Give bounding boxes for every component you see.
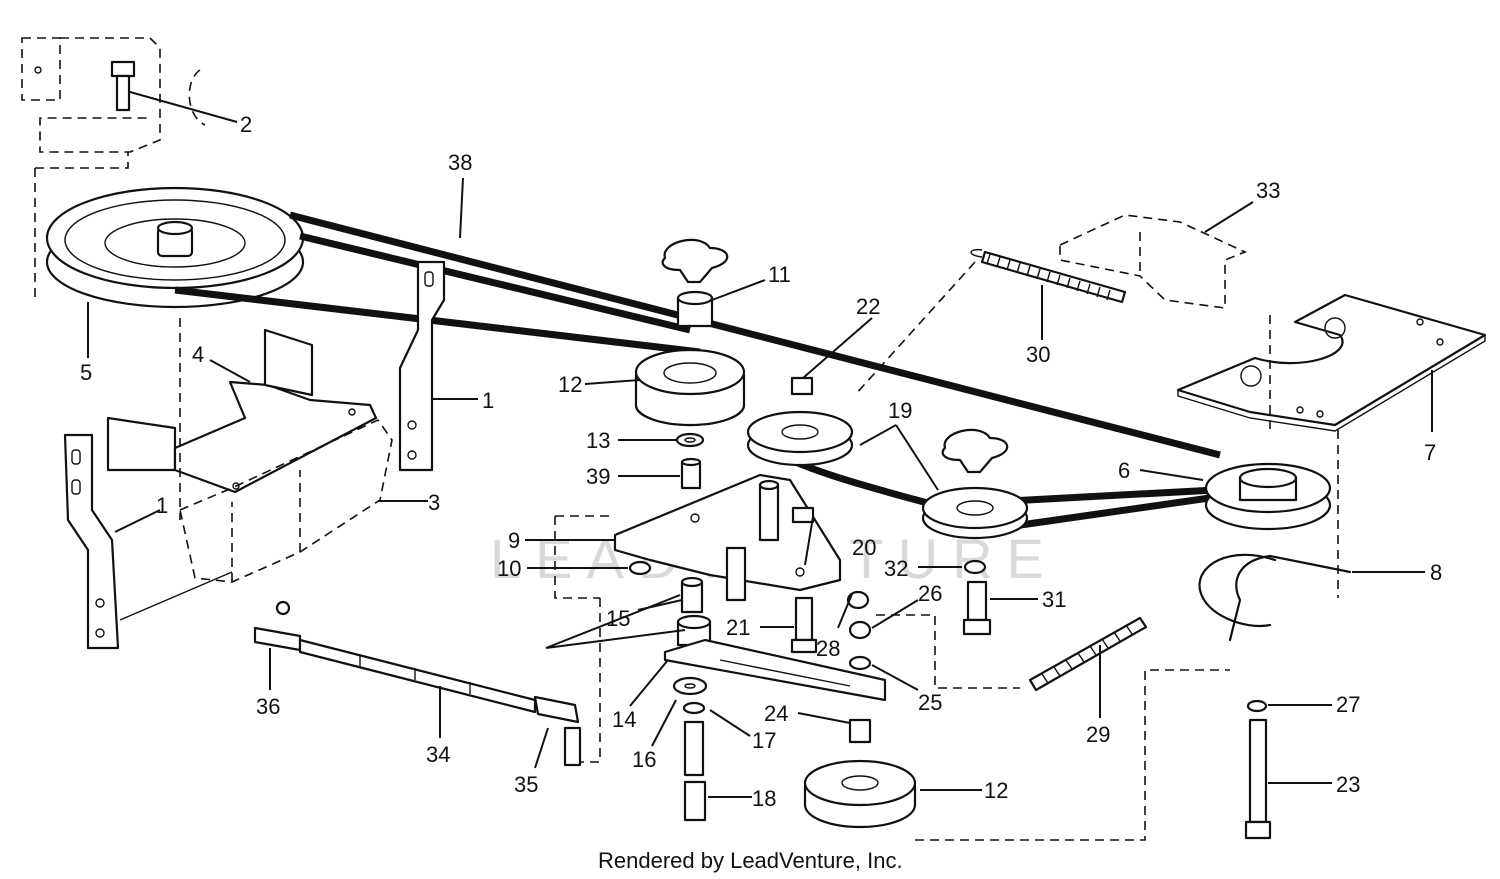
spacer-part-15	[680, 576, 704, 614]
spacer-part-11	[676, 290, 714, 328]
dashed-guide	[915, 669, 1230, 841]
bolt-part-21	[790, 596, 818, 654]
callout-8: 8	[1430, 560, 1442, 585]
frame-bracket	[21, 37, 206, 153]
callout-5: 5	[80, 360, 92, 385]
washer-part-16	[672, 676, 708, 696]
callout-28: 28	[816, 636, 840, 661]
callout-29: 29	[1086, 722, 1110, 747]
clip-part-8	[1198, 553, 1352, 642]
pulley-part-19-b	[921, 486, 1029, 540]
callout-17: 17	[752, 728, 776, 753]
bracket-part-1-upper	[398, 260, 446, 472]
washer-part-17	[682, 701, 706, 715]
callout-37: 38	[448, 150, 472, 175]
bolt-part-23	[1244, 718, 1272, 840]
knob-lower	[941, 428, 1009, 474]
spring-part-30	[970, 248, 1127, 304]
callout-13: 13	[586, 428, 610, 453]
bracket-part-4	[106, 328, 378, 494]
washer-part-32	[963, 559, 987, 575]
callout-4: 4	[192, 342, 204, 367]
rod-end-part-36	[253, 600, 302, 652]
spacer-part-38	[680, 457, 702, 490]
dashed-guide	[554, 515, 615, 763]
knob-upper	[661, 238, 729, 284]
callout-34: 34	[426, 742, 450, 767]
callout-16: 16	[632, 747, 656, 772]
dashed-guide	[34, 152, 129, 300]
footer-credit: Rendered by LeadVenture, Inc.	[598, 848, 903, 873]
bolt-part-18	[683, 780, 707, 822]
leader-lines	[87, 91, 1433, 798]
callout-30: 30	[1026, 342, 1050, 367]
callout-2: 2	[240, 112, 252, 137]
callout-20: 20	[852, 535, 876, 560]
callout-26: 26	[918, 581, 942, 606]
nut-part-28	[846, 590, 870, 610]
engine-pulley-part-5	[45, 186, 305, 309]
callout-32: 32	[884, 556, 908, 581]
bolt-part-31	[962, 580, 992, 636]
washer-part-13	[675, 432, 705, 448]
callout-38: 39	[586, 464, 610, 489]
bolt-part-2	[110, 60, 136, 112]
washer-part-25	[848, 655, 872, 671]
bolt-part-18-shaft	[683, 720, 705, 777]
callout-27: 27	[1336, 692, 1360, 717]
callout-15: 15	[606, 606, 630, 631]
nut-part-10	[628, 560, 652, 576]
callout-24: 24	[764, 701, 788, 726]
pulley-part-19-a	[746, 410, 854, 467]
callout-22: 22	[856, 294, 880, 319]
bracket-part-1-lower	[63, 433, 120, 650]
callout-23: 23	[1336, 772, 1360, 797]
callout-10: 10	[497, 556, 521, 581]
rod-end-part-35	[533, 695, 582, 767]
callout-7: 7	[1424, 440, 1436, 465]
nut-part-22	[790, 376, 814, 396]
callout-12-upper: 12	[558, 372, 582, 397]
callout-35: 35	[514, 772, 538, 797]
callout-1-upper: 1	[482, 388, 494, 413]
spacer-part-24	[848, 718, 872, 744]
mount-plate-part-7	[1176, 293, 1487, 432]
callout-36: 36	[256, 694, 280, 719]
pulley-part-6	[1204, 462, 1332, 531]
callout-3: 3	[428, 490, 440, 515]
callout-6: 6	[1118, 458, 1130, 483]
callout-31: 31	[1042, 587, 1066, 612]
dashed-guide	[876, 614, 1020, 689]
leader-line	[119, 571, 233, 621]
nut-part-26	[848, 620, 872, 640]
callout-9: 9	[508, 528, 520, 553]
callout-18: 18	[752, 786, 776, 811]
idler-pulley-upper-part-12	[634, 348, 746, 427]
idler-arm-part-14	[663, 638, 887, 702]
callout-33: 33	[1256, 178, 1280, 203]
bracket-part-33	[1059, 214, 1248, 309]
callout-14: 14	[612, 707, 636, 732]
callout-1-lower: 1	[156, 493, 168, 518]
callout-12-lower: 12	[984, 778, 1008, 803]
idler-pulley-lower-part-12	[803, 759, 917, 829]
idler-arm-part-9	[613, 473, 842, 602]
callout-25: 25	[918, 690, 942, 715]
spring-part-29	[1028, 616, 1148, 692]
callout-11: 11	[768, 262, 791, 287]
callout-labels: 2 38 5 4 1 1 3 12 11 13 39 9 10 20 22 19…	[80, 112, 1442, 811]
washer-part-27	[1246, 699, 1268, 713]
link-rod-part-34	[298, 638, 537, 714]
callout-21: 21	[726, 615, 750, 640]
callout-19: 19	[888, 398, 912, 423]
